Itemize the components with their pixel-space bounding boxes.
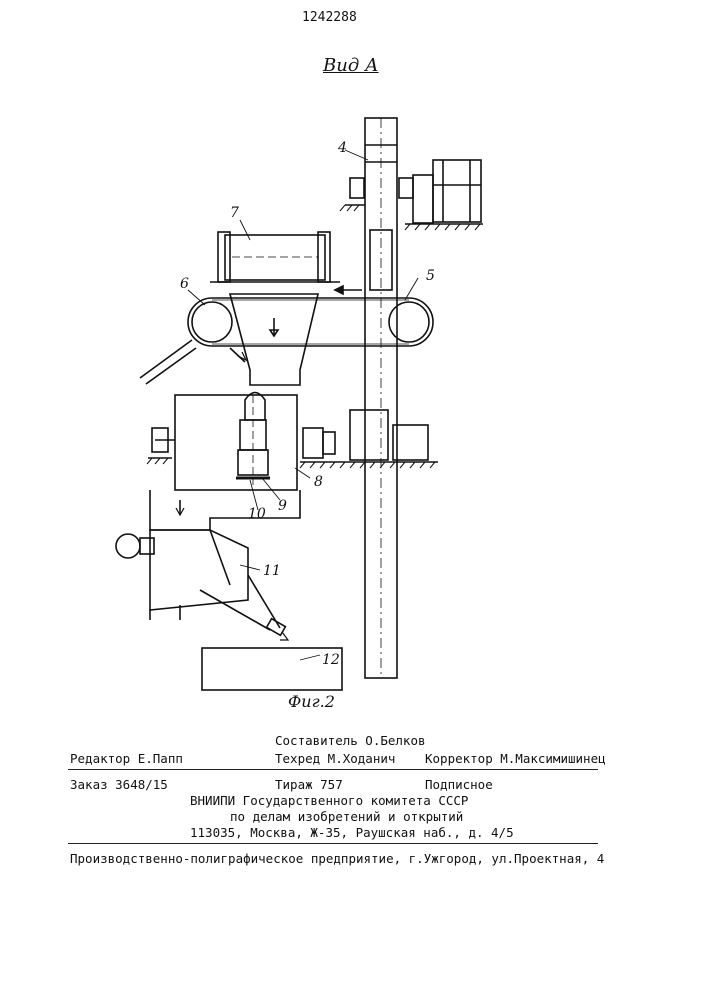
part-label-12: 12 [322,652,340,668]
editor: Редактор Е.Папп [70,751,183,766]
compiler: Составитель О.Белков [275,733,426,748]
part-label-6: 6 [180,276,189,292]
figure-caption: Фиг.2 [288,692,335,711]
technical-drawing [0,0,707,700]
top-drive-motor [340,160,483,230]
part-label-10: 10 [248,506,266,522]
chute [140,340,196,384]
proofreader: Корректор М.Максимишинец [425,751,606,766]
printer: Производственно-полиграфическое предприя… [70,851,604,866]
institute-line1: ВНИИПИ Государственного комитета СССР [190,793,468,808]
institute-line2: по делам изобретений и открытий [230,809,463,824]
tech-editor: Техред М.Ходанич [275,751,395,766]
roller-7 [210,232,340,282]
divider-bottom [68,843,598,844]
side-drive-motor [300,410,438,468]
drum-8 [147,393,297,491]
part-label-4: 4 [338,140,347,156]
part-label-11: 11 [263,563,281,579]
part-label-9: 9 [278,498,287,514]
address: 113035, Москва, Ж-35, Раушская наб., д. … [190,825,514,840]
order: Заказ 3648/15 [70,777,168,792]
part-label-7: 7 [230,205,239,221]
divider-top [68,769,598,770]
hopper [230,294,318,385]
part-label-5: 5 [426,268,435,284]
part-label-8: 8 [314,474,323,490]
leader-lines [188,150,418,660]
elevator-column-4 [365,118,397,678]
circulation: Тираж 757 [275,777,343,792]
receiver-box-12 [202,648,342,690]
subscription: Подписное [425,777,493,792]
